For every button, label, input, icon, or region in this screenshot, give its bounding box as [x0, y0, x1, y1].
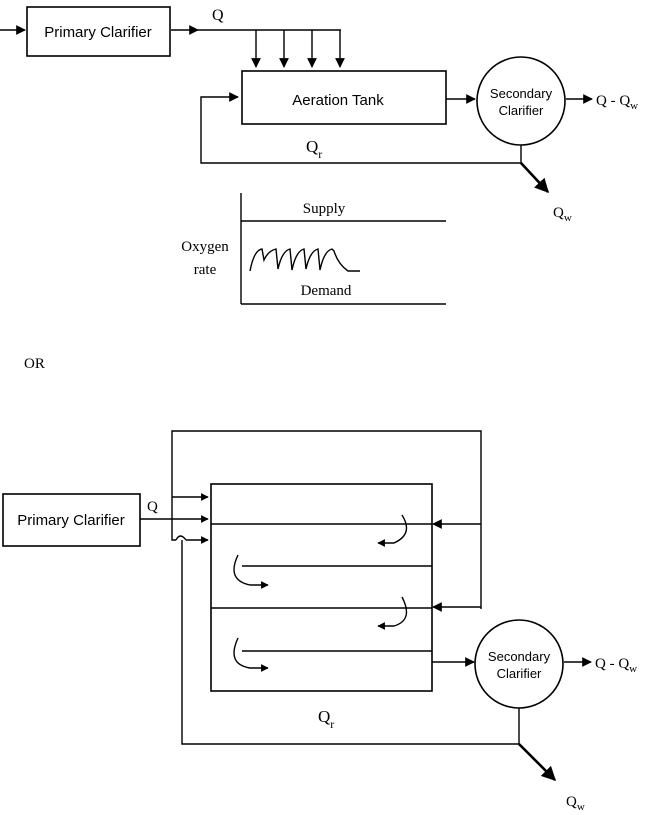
top-primary-clarifier-label: Primary Clarifier	[44, 24, 152, 41]
bottom-tank-box	[211, 484, 432, 691]
top-waste-arrow	[521, 163, 548, 192]
bottom-effluent-label: Q - Qw	[595, 656, 637, 675]
top-return-label: Qr	[306, 137, 322, 161]
top-secondary-clarifier-circle	[477, 57, 565, 145]
bottom-flow-q-label: Q	[147, 499, 158, 515]
oxygen-rate-ylabel-2: rate	[194, 262, 217, 278]
top-flow-q-label: Q	[212, 7, 224, 24]
aeration-tank-label: Aeration Tank	[292, 92, 384, 109]
bottom-primary-clarifier-label: Primary Clarifier	[17, 512, 125, 529]
top-diagram: Primary Clarifier Q Aeration Tank Second…	[0, 7, 638, 224]
bottom-waste-label: Qw	[566, 794, 585, 813]
or-separator: OR	[24, 356, 45, 372]
bottom-secondary-clarifier-label-2: Clarifier	[497, 666, 542, 681]
top-waste-label: Qw	[553, 205, 572, 224]
supply-label: Supply	[303, 201, 346, 217]
bottom-feed-branch	[172, 519, 176, 540]
oxygen-rate-ylabel-1: Oxygen	[181, 239, 229, 255]
bottom-diagram: Primary Clarifier Q Secondary Clarifier	[3, 431, 637, 813]
top-secondary-clarifier-label-1: Secondary	[490, 86, 553, 101]
demand-label: Demand	[301, 283, 352, 299]
top-secondary-clarifier-label-2: Clarifier	[499, 103, 544, 118]
bottom-feed-crossover	[176, 536, 186, 540]
bottom-secondary-clarifier-label-1: Secondary	[488, 649, 551, 664]
top-effluent-label: Q - Qw	[596, 93, 638, 112]
bottom-secondary-clarifier-circle	[475, 620, 563, 708]
oxygen-rate-chart: Supply Demand Oxygen rate	[181, 193, 446, 304]
bottom-waste-arrow	[519, 744, 555, 780]
bottom-return-label: Qr	[318, 707, 334, 731]
